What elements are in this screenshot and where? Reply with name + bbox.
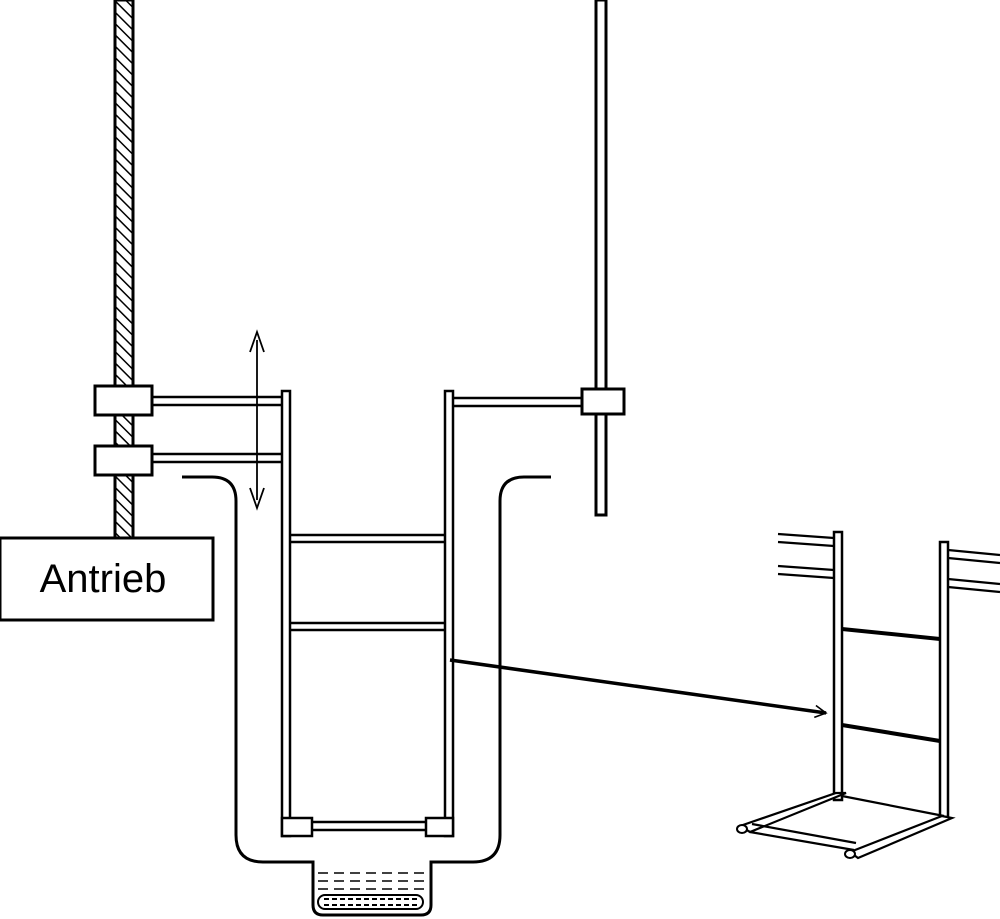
- drive-box: Antrieb: [0, 536, 215, 622]
- drive-label: Antrieb: [40, 557, 167, 601]
- slider-lower: [93, 444, 282, 477]
- guide-rod: [594, 0, 608, 517]
- motion-arrow: [249, 329, 265, 511]
- guide-clamp: [453, 387, 626, 416]
- slider-upper: [93, 384, 282, 417]
- frame: [280, 389, 455, 838]
- frame-detail: [736, 530, 1000, 860]
- detail-pointer: [449, 658, 828, 719]
- tank-sediment: [317, 872, 426, 910]
